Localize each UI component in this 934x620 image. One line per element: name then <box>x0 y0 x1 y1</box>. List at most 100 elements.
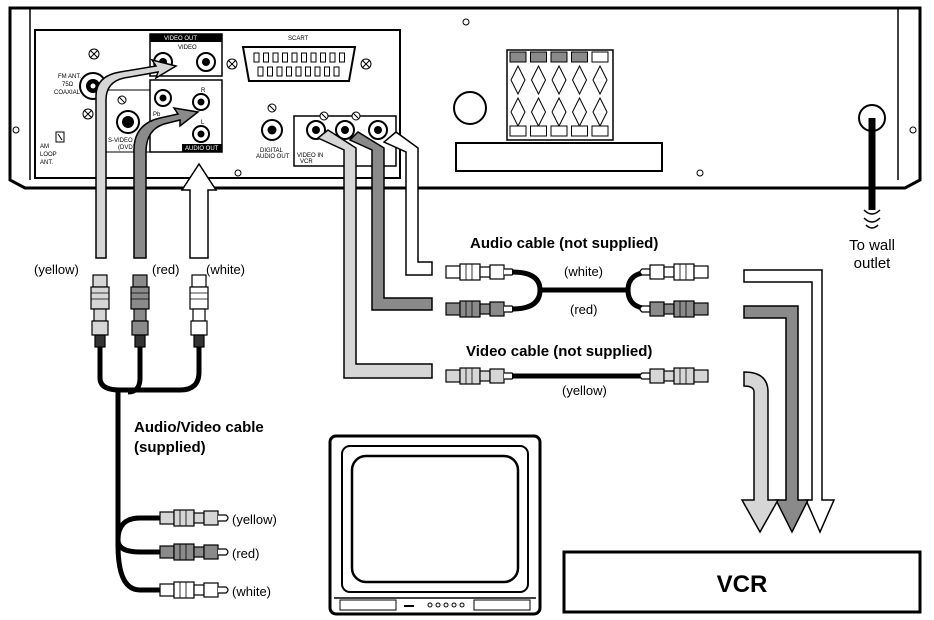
video-cable-label: Video cable (not supplied) <box>466 343 652 360</box>
lower-yellow-label: (yellow) <box>232 512 277 527</box>
s-video-out-jack[interactable] <box>116 110 140 134</box>
terminal-cap <box>571 51 588 63</box>
tv-set <box>328 434 542 616</box>
digital-audio-out-jack[interactable] <box>261 119 283 141</box>
digital-audio-out-label: AUDIO OUT <box>256 154 290 160</box>
tv-button <box>451 602 457 608</box>
scart-pin <box>329 52 336 63</box>
red-plug <box>159 543 229 561</box>
terminal <box>571 64 588 96</box>
scart-pin <box>295 66 302 77</box>
vcr-arrows <box>740 269 836 534</box>
s-video-out-label: S-VIDEO OUT <box>108 138 147 144</box>
screw-icon <box>117 95 127 105</box>
vcr-title: VCR <box>717 571 768 598</box>
terminal <box>510 64 526 96</box>
audio-out-l-jack[interactable] <box>192 125 210 143</box>
r-label: R <box>201 88 206 94</box>
scart-pin <box>291 52 298 63</box>
vcr-jack-label: VCR <box>300 159 313 165</box>
cable-arrows-down <box>95 58 218 259</box>
yellow-plug <box>159 509 229 527</box>
am-loop-terminal[interactable] <box>55 131 65 143</box>
screw-icon <box>88 48 100 60</box>
av-cable-upper-plugs <box>90 274 209 545</box>
scart-pin <box>333 66 340 77</box>
scart-pin <box>324 66 330 77</box>
av-cable-supplied: (supplied) <box>134 439 206 456</box>
dvd-label: (DVD) <box>118 145 135 151</box>
l-label: L <box>201 120 205 126</box>
yellow-label: (yellow) <box>34 262 79 277</box>
audio-cable <box>445 263 709 318</box>
yellow-plug <box>445 367 515 385</box>
scart-pin <box>314 66 321 77</box>
yellow-plug <box>90 274 110 348</box>
cooling-fan <box>453 91 487 125</box>
tv-button <box>435 602 441 608</box>
audio-out-label: AUDIO OUT <box>185 146 219 152</box>
video-out-label: VIDEO OUT <box>164 36 197 42</box>
scart-pin <box>339 52 345 63</box>
wall-outlet-label-1: To wall <box>849 237 895 254</box>
terminal-cap <box>509 51 527 63</box>
white-plug <box>159 581 229 599</box>
loop-label: LOOP <box>40 152 57 158</box>
video-out-jack-2[interactable] <box>196 52 216 72</box>
vcr-audio-in-l-jack[interactable] <box>368 120 388 140</box>
white-label: (white) <box>206 262 245 277</box>
digital-label: DIGITAL <box>260 148 284 154</box>
scart-pin <box>263 52 269 63</box>
audio-red-label: (red) <box>570 302 597 317</box>
video-in-label: VIDEO IN <box>297 153 323 159</box>
scart-pin <box>320 52 326 63</box>
terminal-cap <box>530 125 547 137</box>
scart-pin <box>305 66 311 77</box>
terminal-cap <box>591 51 609 63</box>
vcr-video-in-jack[interactable] <box>306 120 326 140</box>
scart-pin <box>257 66 264 77</box>
red-plug <box>445 300 515 318</box>
tv-button <box>427 602 433 608</box>
ventilation-slot <box>455 142 663 172</box>
yellow-plug <box>639 367 709 385</box>
video-cable <box>445 367 709 385</box>
lower-white-label: (white) <box>232 584 271 599</box>
terminal <box>530 64 547 96</box>
wall-outlet-label-2: outlet <box>854 255 892 272</box>
vcr-audio-in-r-jack[interactable] <box>335 120 355 140</box>
white-plug <box>445 263 515 281</box>
terminal-cap <box>571 125 588 137</box>
screw-icon <box>360 58 372 70</box>
vcr-input-lines <box>316 129 433 379</box>
scart-connector[interactable] <box>241 46 357 82</box>
scart-pins <box>253 52 345 77</box>
scart-pin <box>272 52 279 63</box>
terminal <box>592 64 608 96</box>
terminal-cap <box>591 125 609 137</box>
screw-icon <box>226 58 238 70</box>
speaker-terminals[interactable] <box>506 49 614 141</box>
screw-icon <box>319 111 329 121</box>
ant-label: ANT. <box>40 160 53 166</box>
audio-out-r-jack[interactable] <box>192 93 210 111</box>
video-label: VIDEO <box>178 45 197 51</box>
red-plug <box>639 300 709 318</box>
scart-pin <box>253 52 260 63</box>
av-cable-lower-plugs <box>115 509 229 599</box>
av-cable-title: Audio/Video cable <box>134 419 264 436</box>
video-yellow-label: (yellow) <box>562 383 607 398</box>
tv-button <box>443 602 449 608</box>
scart-label: SCART <box>288 36 309 42</box>
scart-pin <box>286 66 292 77</box>
terminal-cap <box>530 51 547 63</box>
white-plug <box>639 263 709 281</box>
terminal-cap <box>509 125 527 137</box>
scart-pin <box>276 66 283 77</box>
tv-button <box>459 602 465 608</box>
pb-jack[interactable] <box>154 89 172 107</box>
terminal-cap <box>550 51 568 63</box>
audio-cable-label: Audio cable (not supplied) <box>470 235 658 252</box>
fm-ant-label: FM ANT. <box>58 74 81 80</box>
screw-icon <box>267 103 277 113</box>
